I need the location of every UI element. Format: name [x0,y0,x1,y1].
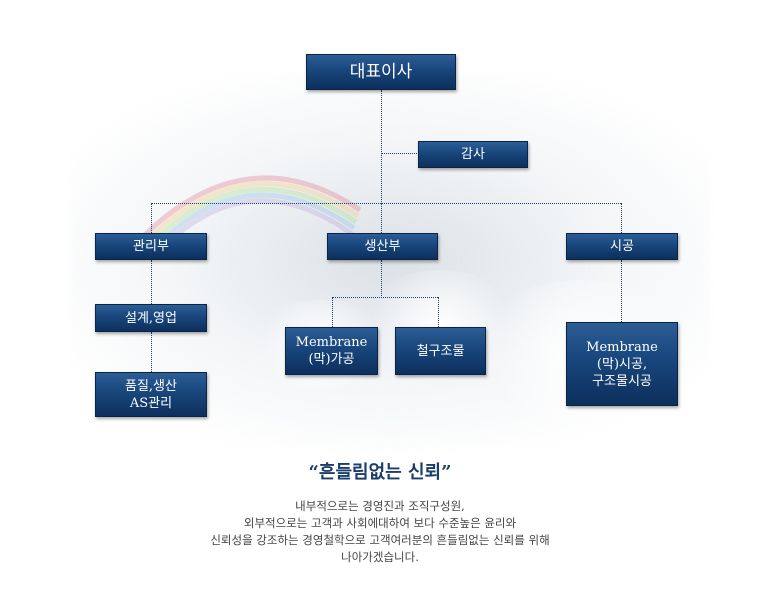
dept-label: 시공 [610,239,634,254]
description-line: 신뢰성을 강조하는 경영철학으로 고객여러분의 흔들림없는 신뢰를 위해 [210,533,550,547]
connector-line [151,260,152,304]
audit-label: 감사 [461,147,485,162]
team-box-membrane-construction: Membrane (막)시공, 구조물시공 [566,322,678,406]
connector-line [151,203,152,233]
connector-line [381,90,382,204]
connector-line [332,297,438,298]
team-box-design-sales: 설계,영업 [95,304,207,332]
team-label: Membrane (막)시공, 구조물시공 [586,339,658,389]
team-label: 철구조물 [416,343,465,359]
dept-label: 관리부 [133,239,169,254]
connector-line [621,260,622,322]
team-label: Membrane (막)가공 [295,335,368,367]
team-label: 품질,생산 AS관리 [125,378,177,411]
dept-box-production: 생산부 [327,233,438,260]
slogan: “흔들림없는 신뢰” [308,462,452,483]
team-box-membrane-processing: Membrane (막)가공 [285,327,378,375]
team-box-quality-production: 품질,생산 AS관리 [95,372,207,417]
team-label: 설계,영업 [125,310,177,326]
connector-line [381,260,382,298]
ceo-box: 대표이사 [306,54,456,90]
description-line: 외부적으로는 고객과 사회에대하여 보다 수준높은 윤리와 [243,516,517,530]
connector-line [381,153,419,154]
connector-line [438,297,439,327]
team-box-steel-structure: 철구조물 [395,327,486,375]
dept-label: 생산부 [364,239,401,254]
connector-line [332,297,333,327]
description: 내부적으로는 경영진과 조직구성원, 외부적으로는 고객과 사회에대하여 보다 … [0,498,760,566]
description-line: 내부적으로는 경영진과 조직구성원, [295,499,465,513]
description-line: 나아가겠습니다. [341,550,419,564]
dept-box-construction: 시공 [566,233,678,260]
dept-box-admin: 관리부 [95,233,207,260]
audit-box: 감사 [418,141,528,168]
connector-line [381,203,382,233]
connector-line [151,332,152,372]
connector-line [151,203,621,204]
connector-line [621,203,622,233]
ceo-label: 대표이사 [349,61,413,82]
